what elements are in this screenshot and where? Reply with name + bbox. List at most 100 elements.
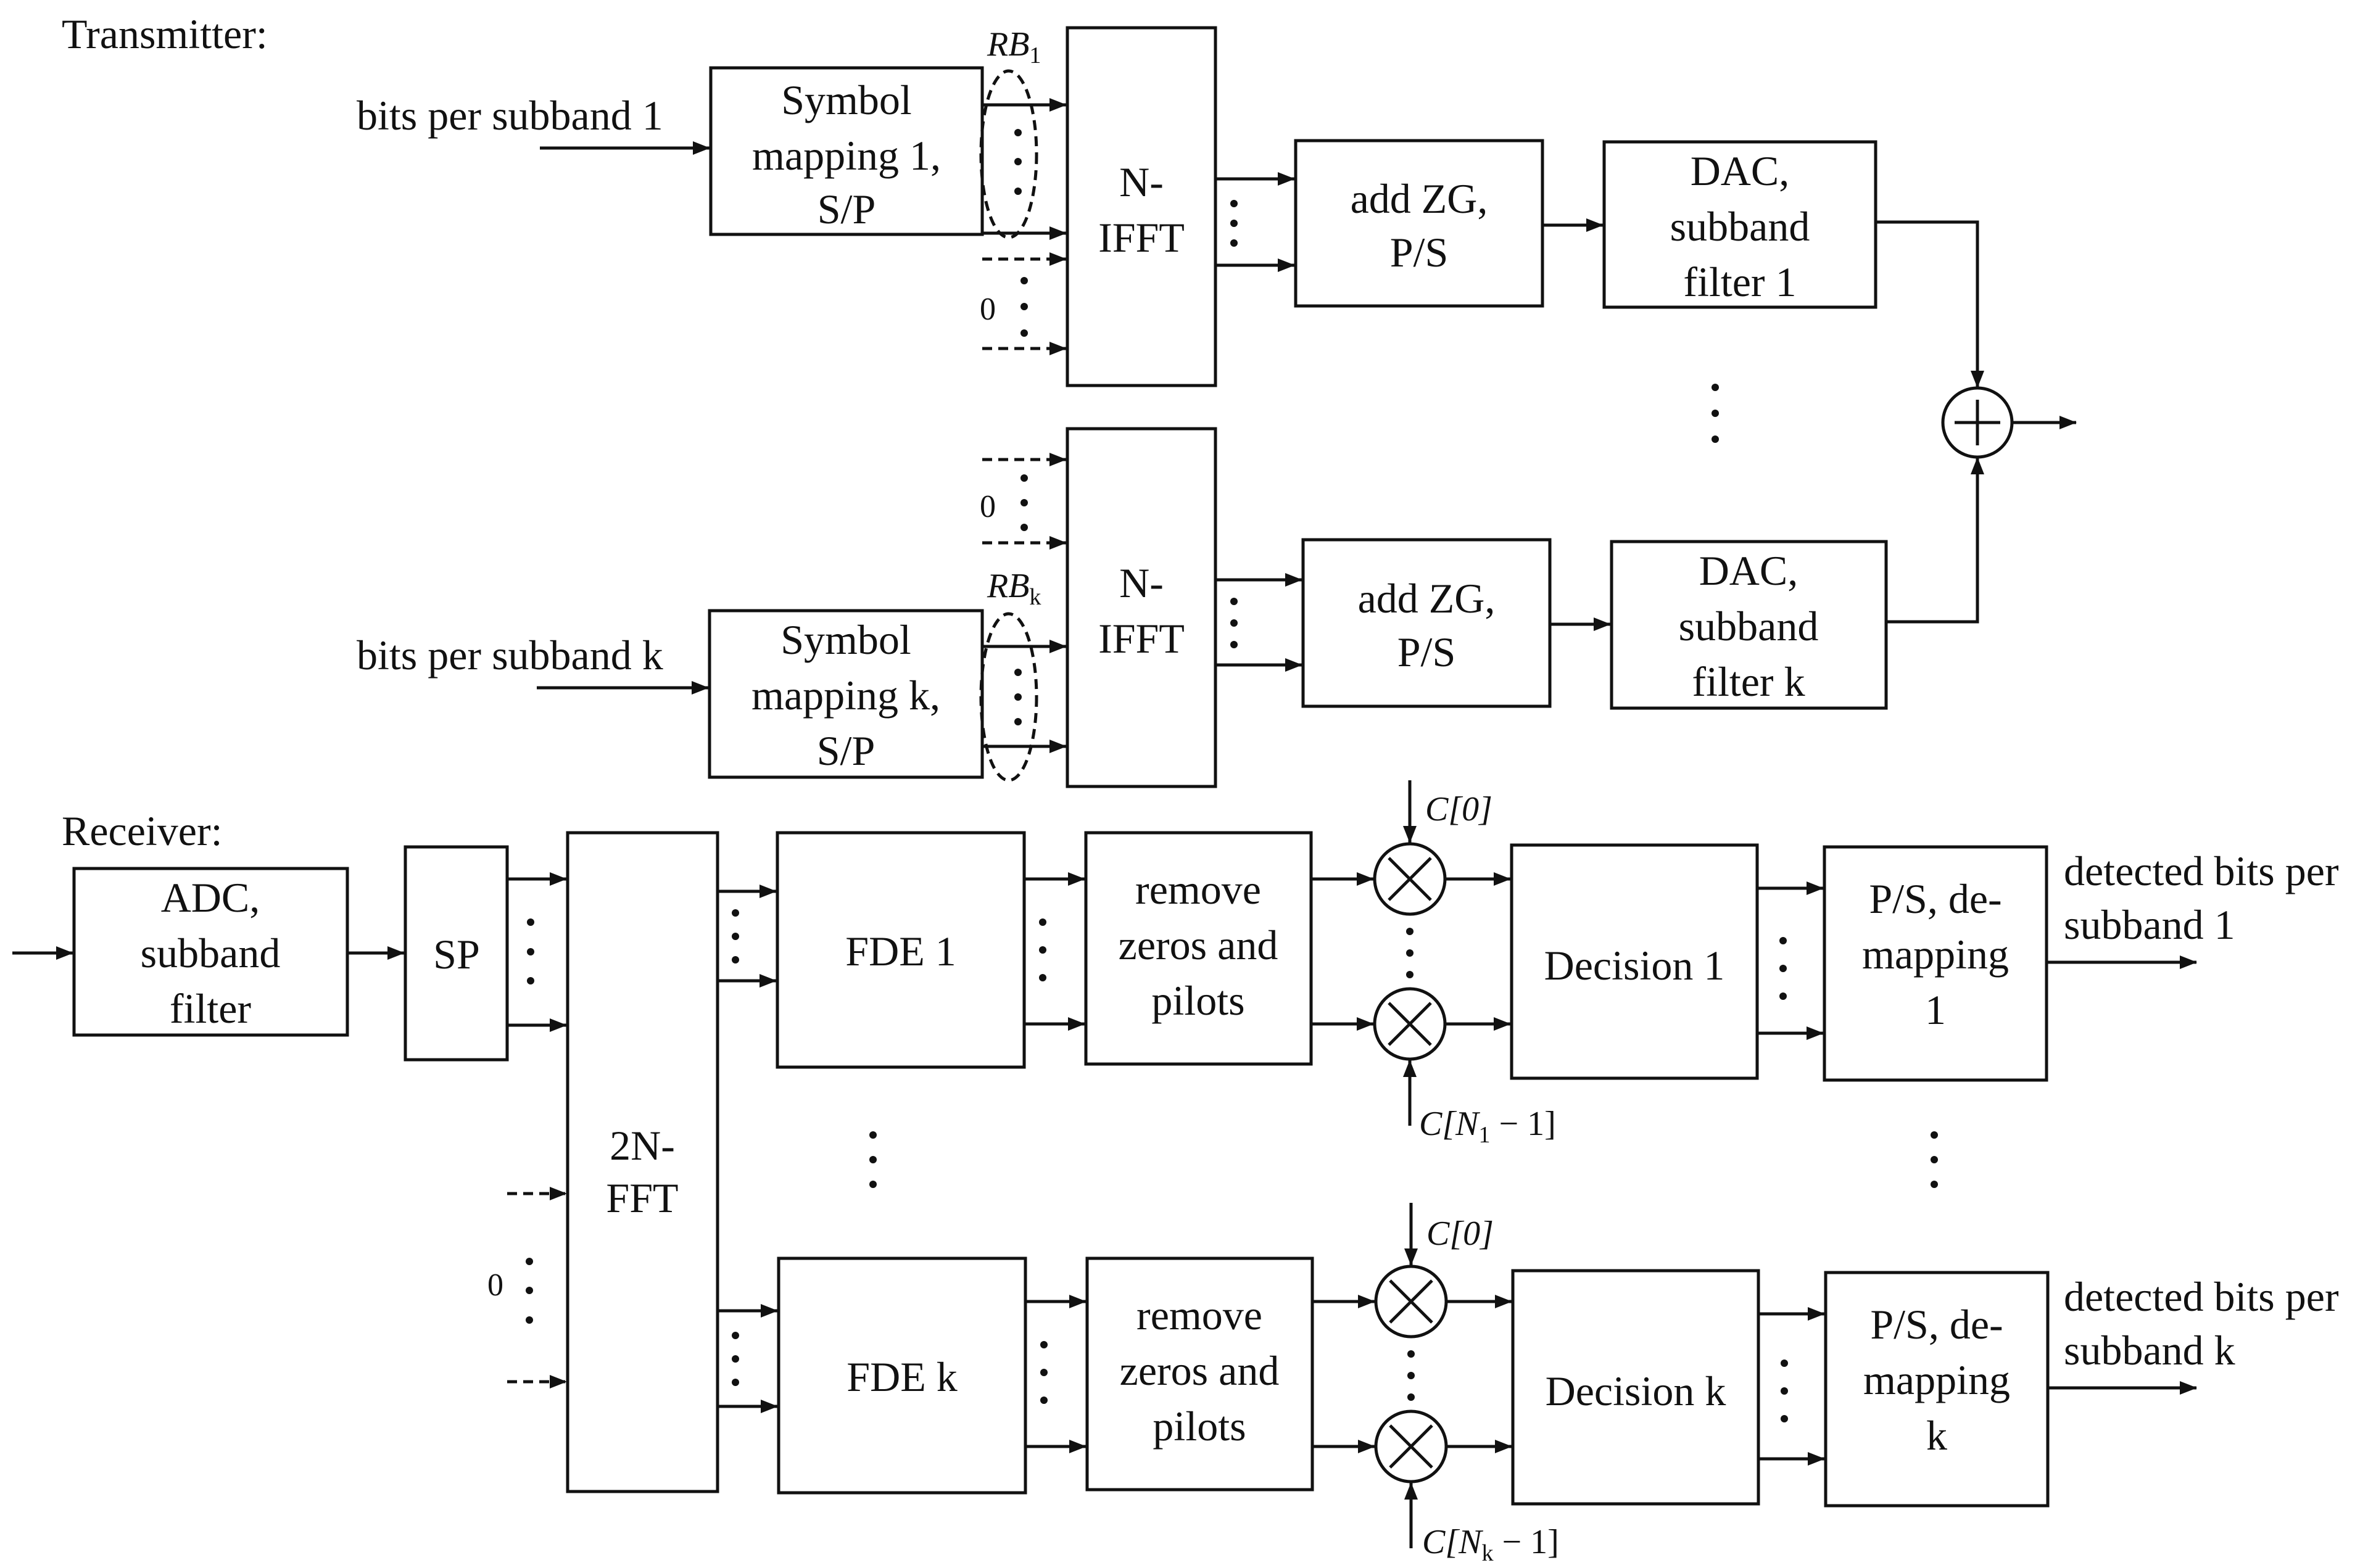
add-zg-1-line1: add ZG, [1351, 175, 1488, 222]
remove-k-line2: zeros and [1120, 1347, 1280, 1394]
fft-line2: FFT [606, 1174, 678, 1221]
rbk-ellipse [979, 612, 1038, 782]
dac-1-line2: subband [1670, 203, 1810, 250]
sp-text: SP [433, 931, 480, 978]
remove-k-line3: pilots [1153, 1403, 1246, 1450]
fft-line1: 2N- [610, 1122, 675, 1169]
rx-output-1-line2: subband 1 [2064, 901, 2235, 948]
rx-demap-branch-dots [1931, 1131, 1938, 1188]
multiplier-k-bottom [1374, 1409, 1448, 1483]
add-zg-k-block: add ZG, P/S [1301, 538, 1552, 708]
add-zg-k-line1: add ZG, [1358, 575, 1496, 622]
dac-k-to-sum [1886, 457, 1984, 624]
ifft-1-block: N- IFFT [1066, 26, 1217, 387]
tx-branch-dots [1712, 384, 1719, 443]
rx-fde-branch-dots [869, 1131, 877, 1188]
fft-zero-label: 0 [487, 1268, 503, 1303]
adc-line1: ADC, [161, 874, 260, 921]
remove-1-line2: zeros and [1119, 922, 1278, 968]
zero-dots-k [1020, 474, 1028, 531]
fft-block: 2N- FFT [566, 831, 719, 1493]
ifft-k-block: N- IFFT [1066, 427, 1217, 788]
remove-k-line1: remove [1136, 1292, 1262, 1339]
decisionk-out-dots [1781, 1360, 1788, 1422]
ifft-1-line2: IFFT [1098, 214, 1185, 261]
demap-k-line1: P/S, de- [1870, 1301, 2003, 1348]
demap-1-line3: 1 [1925, 986, 1946, 1033]
multiplier-1-bottom [1373, 987, 1447, 1061]
dac-k-block: DAC, subband filter k [1610, 540, 1888, 710]
mult-1-dots [1406, 928, 1414, 978]
coef-k-last-label: C[Nk − 1] [1422, 1523, 1559, 1566]
coef-k-first-label: C[0] [1426, 1215, 1494, 1253]
symbol-mapping-1-block: Symbol mapping 1, S/P [709, 66, 984, 236]
demap-k-line2: mapping [1863, 1356, 2010, 1403]
symbol-mapping-1-line1: Symbol [781, 76, 912, 123]
decision-1-block: Decision 1 [1510, 843, 1759, 1080]
coef-1-last-label: C[N1 − 1] [1419, 1105, 1556, 1148]
fde1-out-dots [1039, 918, 1046, 981]
dac-1-block: DAC, subband filter 1 [1602, 140, 1877, 309]
zero-label-1: 0 [980, 292, 996, 327]
transmitter-label: Transmitter: [62, 10, 268, 57]
ifft-1-out-dots [1230, 200, 1238, 247]
demap-1-line1: P/S, de- [1869, 875, 2001, 922]
fde-1-block: FDE 1 [776, 831, 1026, 1069]
decision-k-block: Decision k [1511, 1269, 1760, 1506]
zero-dots-1 [1020, 277, 1028, 337]
decision1-out-dots [1779, 937, 1787, 1000]
dac-1-line3: filter 1 [1683, 258, 1796, 305]
fft-fdek-dots [732, 1332, 739, 1386]
demap-k-block: P/S, de- mapping k [1824, 1271, 2050, 1508]
rx-output-k-line2: subband k [2064, 1327, 2235, 1374]
fft-fde1-dots [732, 909, 739, 963]
tx-input-1-label: bits per subband 1 [357, 92, 663, 139]
dac-k-line1: DAC, [1699, 547, 1799, 594]
decision-1-text: Decision 1 [1544, 942, 1725, 989]
coef-1-first-label: C[0] [1425, 790, 1492, 828]
symbol-mapping-1-line3: S/P [818, 186, 876, 233]
fde-k-block: FDE k [777, 1256, 1027, 1495]
adc-line2: subband [141, 930, 281, 976]
remove-k-block: remove zeros and pilots [1085, 1256, 1314, 1492]
remove-1-line1: remove [1135, 866, 1261, 913]
receiver-label: Receiver: [62, 807, 223, 854]
rx-output-k-line1: detected bits per [2064, 1273, 2339, 1320]
zero-label-k: 0 [980, 489, 996, 524]
tx-input-k-label: bits per subband k [357, 632, 663, 679]
dac-1-line1: DAC, [1691, 147, 1790, 194]
add-zg-1-block: add ZG, P/S [1294, 139, 1544, 308]
dac-k-line2: subband [1679, 603, 1819, 650]
rb1-dots [1014, 129, 1022, 195]
sp-block: SP [404, 845, 509, 1062]
demap-k-line3: k [1926, 1412, 1947, 1459]
demap-1-line2: mapping [1862, 931, 2009, 978]
symbol-mapping-k-line3: S/P [817, 727, 875, 774]
adc-block: ADC, subband filter [72, 867, 349, 1037]
rbk-dots [1014, 669, 1022, 725]
decision-k-text: Decision k [1546, 1368, 1726, 1414]
remove-1-block: remove zeros and pilots [1084, 831, 1313, 1066]
ifft-1-line1: N- [1119, 159, 1164, 205]
remove-1-line3: pilots [1151, 977, 1244, 1024]
dac-1-to-sum [1876, 220, 1984, 388]
add-zg-1-line2: P/S [1390, 229, 1449, 276]
symbol-mapping-k-block: Symbol mapping k, S/P [708, 609, 984, 779]
rx-output-1-line1: detected bits per [2064, 848, 2339, 894]
sp-out-dots [527, 918, 534, 984]
mult-k-dots [1407, 1350, 1415, 1401]
symbol-mapping-k-line1: Symbol [780, 616, 911, 663]
fft-zero-dots [526, 1258, 533, 1324]
rb1-label: RB1 [987, 25, 1041, 68]
fde-k-text: FDE k [847, 1353, 957, 1400]
adc-line3: filter [170, 985, 252, 1032]
ifft-k-line2: IFFT [1098, 615, 1185, 662]
ifft-k-out-dots [1230, 598, 1238, 648]
multiplier-k-top [1374, 1265, 1448, 1339]
symbol-mapping-k-line2: mapping k, [751, 672, 940, 719]
dac-k-line3: filter k [1692, 658, 1805, 705]
ifft-k-line1: N- [1119, 559, 1164, 606]
symbol-mapping-1-line2: mapping 1, [752, 132, 941, 179]
sum-node [1941, 386, 2014, 459]
rbk-label: RBk [987, 567, 1041, 610]
